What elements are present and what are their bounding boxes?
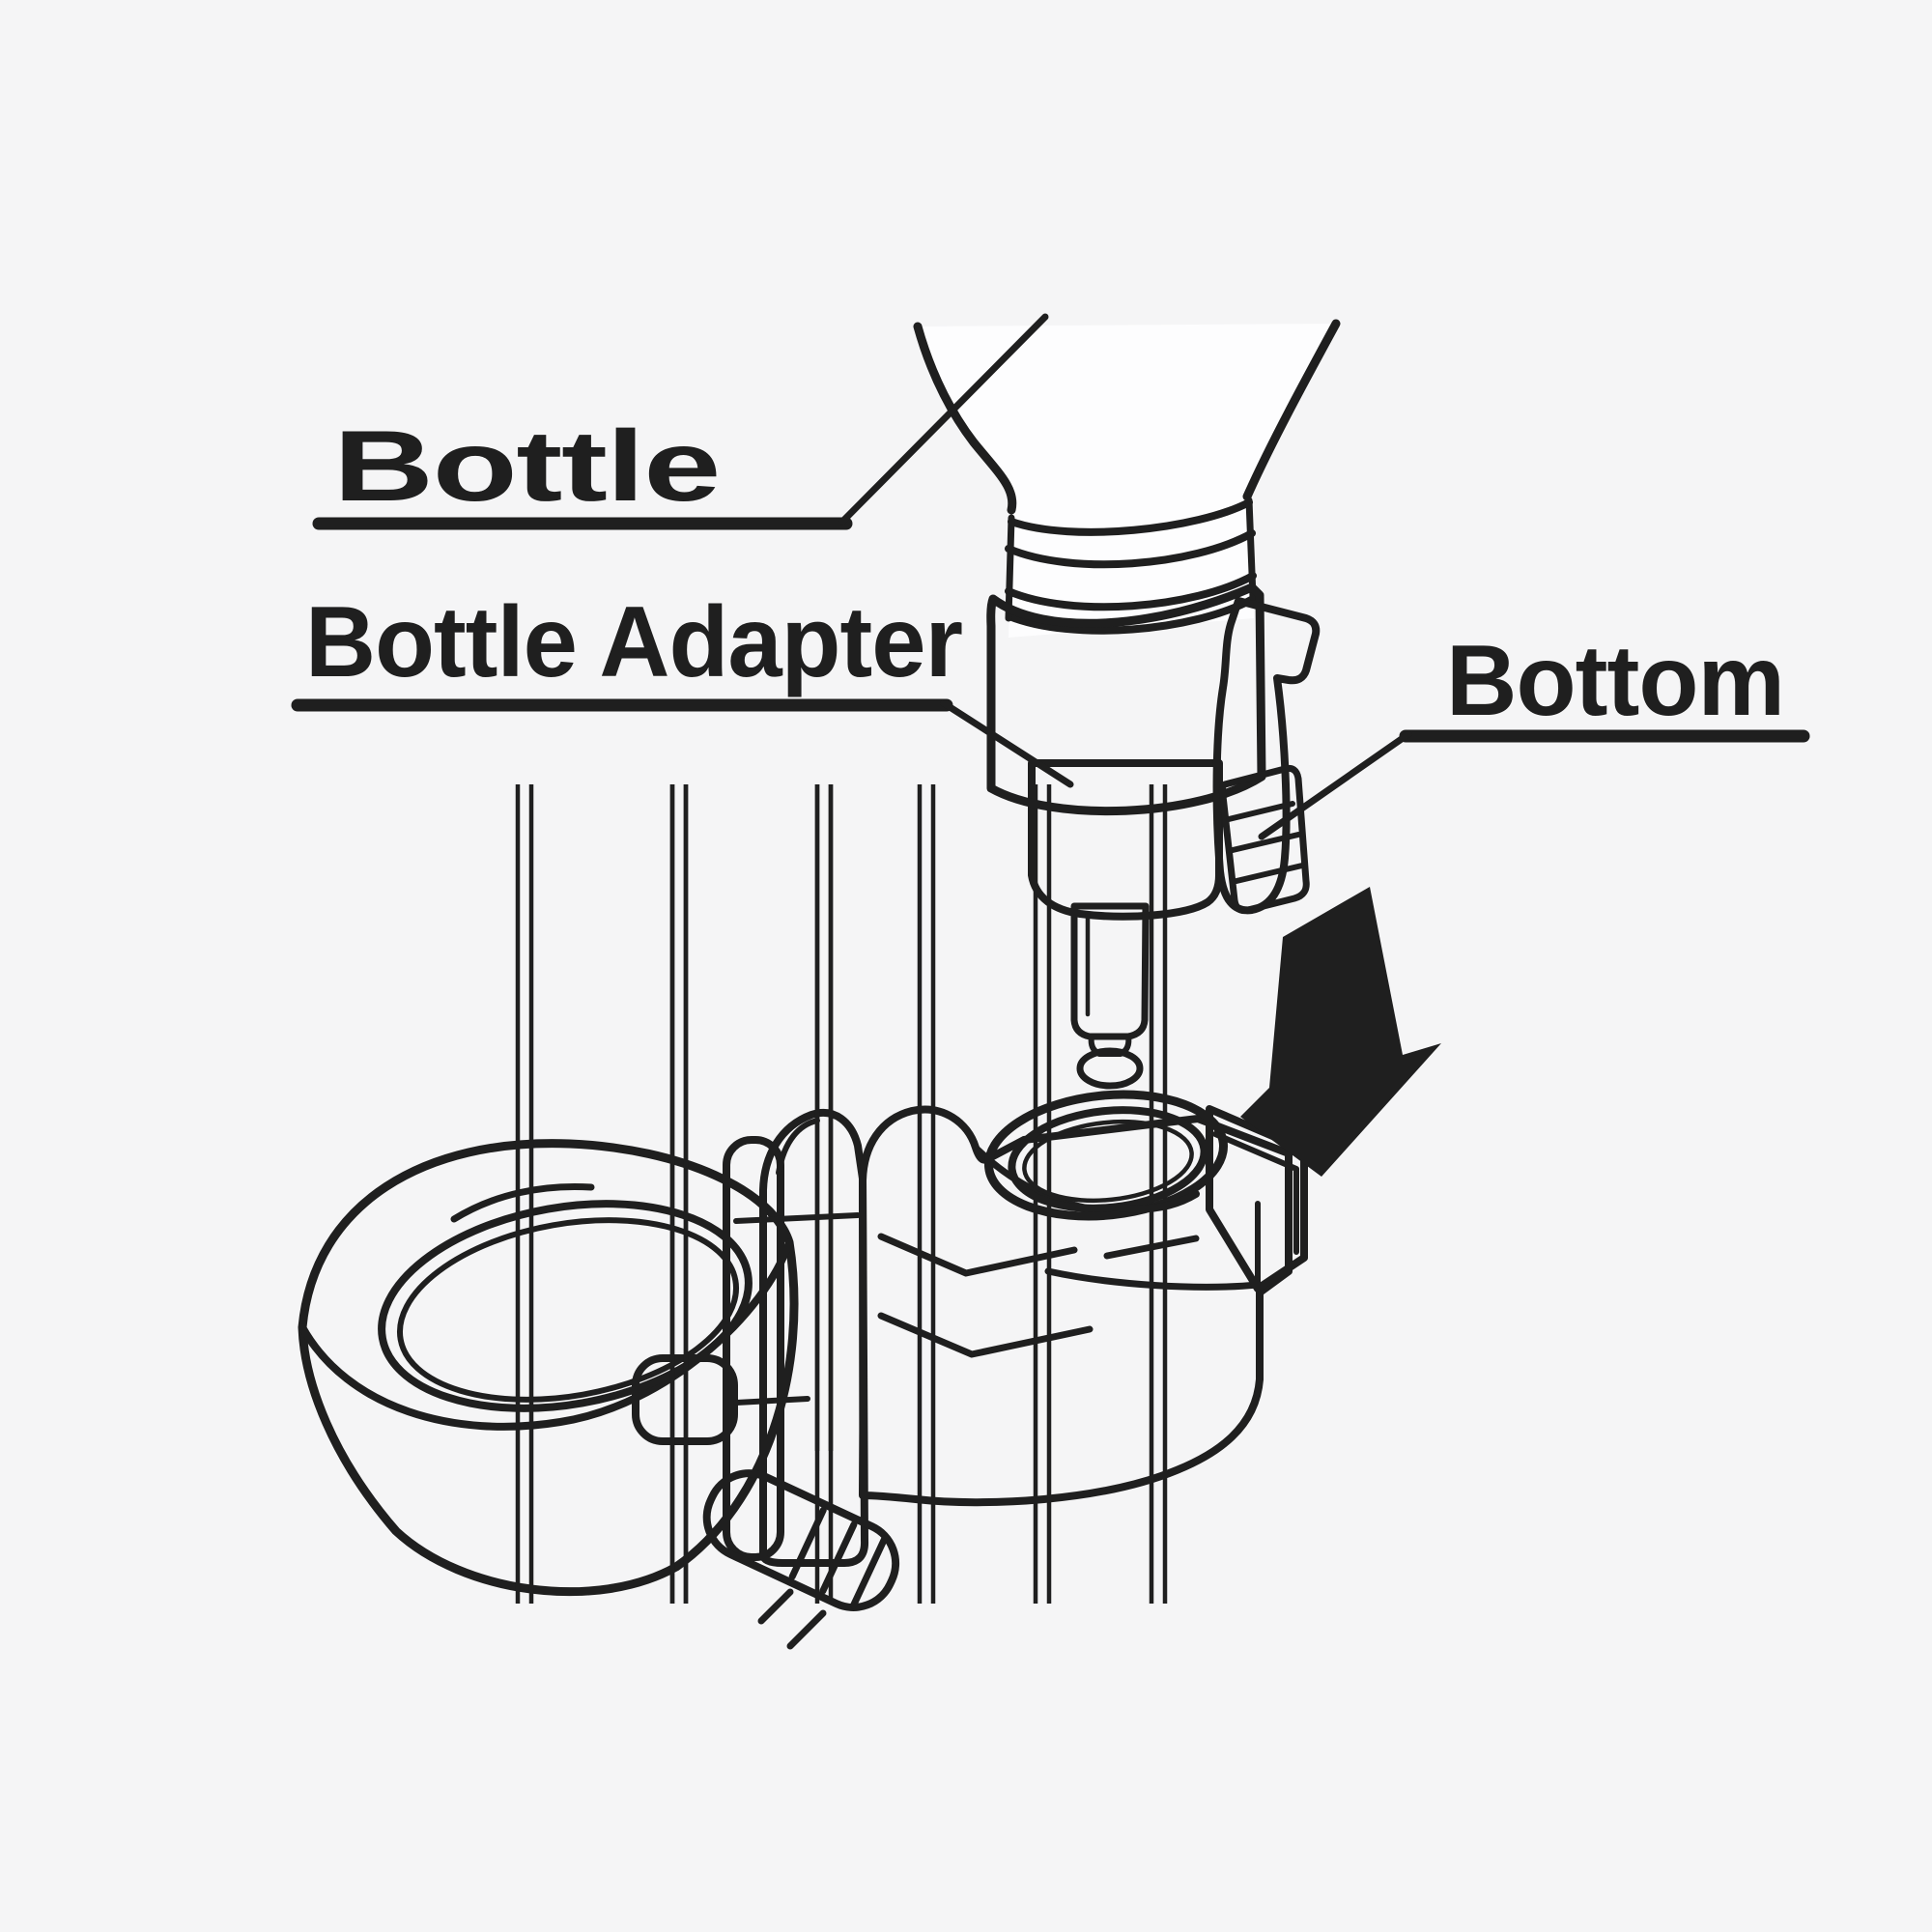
bracket-step-line <box>877 1233 1078 1277</box>
leader-line-bottom <box>1258 730 1412 840</box>
drip-spout <box>702 1469 900 1611</box>
drip-tick <box>757 1588 794 1625</box>
bowl-inner-rim-inner <box>396 1217 740 1403</box>
neck-ring <box>1006 595 1257 635</box>
neck-left-edge <box>1005 514 1015 622</box>
leader-line-bottle-adapter <box>940 699 1074 788</box>
bottle-left-outline <box>913 322 1017 515</box>
leader-line-bottle <box>838 313 1049 526</box>
adapter-nozzle <box>1070 902 1150 1090</box>
spout-hatch <box>788 1506 827 1580</box>
label-bottle-adapter: Bottle Adapter <box>305 586 962 698</box>
bracket-plate-edge-line <box>776 1118 820 1176</box>
adapter-latch <box>1218 765 1310 914</box>
bracket-socket <box>983 1090 1308 1293</box>
label-bottom: Bottom <box>1446 625 1784 737</box>
neck-ring <box>1005 572 1257 611</box>
neck-ring <box>1005 529 1256 569</box>
label-bottle: Bottle <box>333 411 720 523</box>
latch-ridge <box>1226 801 1295 822</box>
bottle-neck <box>1005 497 1257 635</box>
bowl-inner-rim-outer <box>378 1200 753 1412</box>
bracket-plate-line <box>733 1396 810 1406</box>
socket-lip-inner-edge <box>1212 1131 1299 1255</box>
bottle-fill <box>918 324 1336 638</box>
bottle-right-outline <box>1242 319 1341 501</box>
bowl-rim-front-edge <box>298 1238 793 1431</box>
bracket-mid-plate <box>759 1109 869 1567</box>
socket-outer-rim <box>983 1090 1229 1221</box>
bottle-adapter <box>986 582 1321 1090</box>
spout-body <box>702 1469 900 1611</box>
neck-ring <box>1008 498 1253 536</box>
latch-ridge <box>1230 832 1301 853</box>
bracket-step-line <box>1103 1235 1200 1260</box>
socket-clip-tab <box>1115 1190 1200 1213</box>
socket-inner-line <box>1022 1119 1194 1204</box>
socket-opening <box>1008 1106 1208 1212</box>
annotations: Bottle Bottle Adapter Bottom <box>291 313 1810 840</box>
bracket-plate-line <box>733 1212 861 1224</box>
neck-right-edge <box>1245 497 1257 601</box>
water-bottle <box>913 319 1341 638</box>
bracket-step-line <box>877 1312 1094 1358</box>
latch-body <box>1218 765 1310 914</box>
down-arrow-icon <box>1240 887 1441 1177</box>
mount-bracket <box>632 1090 1308 1650</box>
nozzle-ball <box>1076 1047 1144 1090</box>
cage-wires-front <box>669 784 834 1604</box>
bracket-back-plate <box>723 1136 784 1561</box>
drip-tick <box>786 1609 827 1650</box>
adapter-body <box>1028 759 1223 921</box>
spout-hatch <box>819 1520 858 1595</box>
spout-hatch <box>850 1535 889 1609</box>
bracket-bottom-edge <box>1044 1267 1262 1291</box>
adapter-clip <box>1212 597 1321 915</box>
latch-ridge <box>1234 863 1305 884</box>
